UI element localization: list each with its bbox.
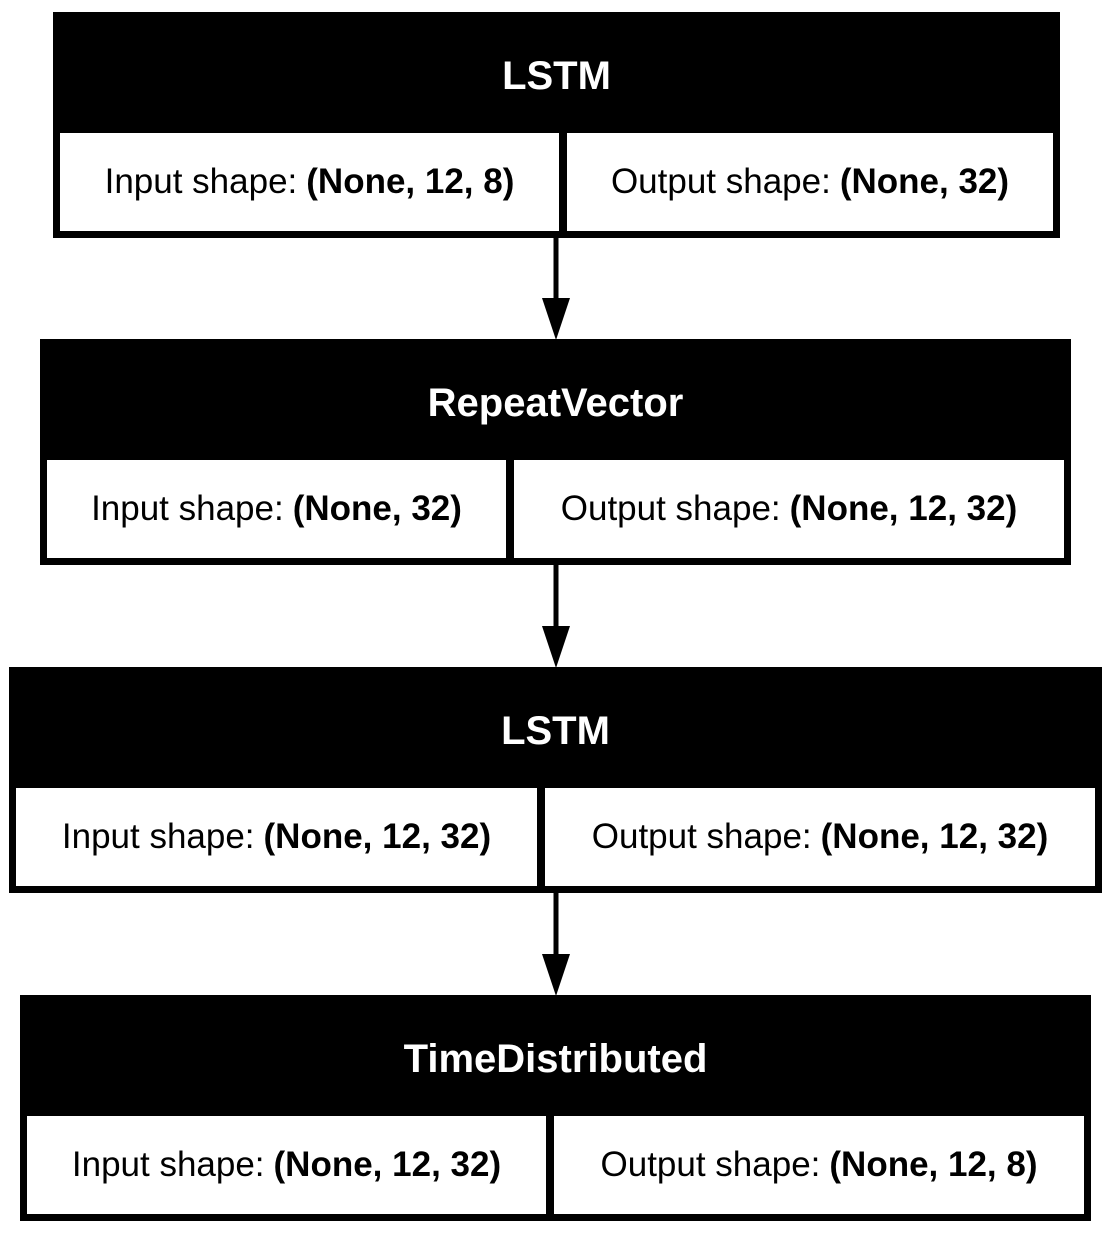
output-shape-value: (None, 12, 32) — [820, 817, 1049, 856]
input-shape-value: (None, 12, 32) — [263, 817, 492, 856]
output-shape-cell: Output shape: (None, 12, 32) — [514, 460, 1064, 558]
layer-node-timedistributed: TimeDistributed Input shape: (None, 12, … — [20, 995, 1091, 1221]
input-shape-value: (None, 12, 8) — [306, 162, 515, 201]
input-shape-cell: Input shape: (None, 32) — [47, 460, 506, 558]
layer-node-repeatvector: RepeatVector Input shape: (None, 32) Out… — [40, 339, 1071, 565]
output-shape-value: (None, 32) — [839, 162, 1010, 201]
input-shape-cell: Input shape: (None, 12, 8) — [60, 133, 559, 231]
output-shape-value: (None, 12, 8) — [829, 1145, 1038, 1184]
layer-node-lstm-2: LSTM Input shape: (None, 12, 32) Output … — [9, 667, 1102, 893]
output-shape-cell: Output shape: (None, 32) — [567, 133, 1053, 231]
input-shape-label: Input shape: — [104, 162, 298, 201]
output-shape-label: Output shape: — [591, 817, 812, 856]
output-shape-cell: Output shape: (None, 12, 32) — [545, 788, 1095, 886]
input-shape-cell: Input shape: (None, 12, 32) — [27, 1116, 546, 1214]
output-shape-label: Output shape: — [560, 489, 781, 528]
input-shape-label: Input shape: — [71, 1145, 265, 1184]
layer-title: LSTM — [501, 708, 610, 753]
layer-title: LSTM — [502, 53, 611, 98]
layer-title: RepeatVector — [427, 380, 684, 425]
output-shape-value: (None, 12, 32) — [789, 489, 1018, 528]
layer-title: TimeDistributed — [403, 1036, 708, 1081]
output-shape-label: Output shape: — [610, 162, 831, 201]
arrow-3 — [542, 890, 570, 996]
arrow-1 — [542, 234, 570, 340]
layer-node-lstm-1: LSTM Input shape: (None, 12, 8) Output s… — [53, 12, 1060, 238]
input-shape-value: (None, 12, 32) — [273, 1145, 502, 1184]
arrow-2 — [542, 562, 570, 668]
input-shape-label: Input shape: — [61, 817, 255, 856]
output-shape-cell: Output shape: (None, 12, 8) — [554, 1116, 1084, 1214]
input-shape-cell: Input shape: (None, 12, 32) — [16, 788, 537, 886]
output-shape-label: Output shape: — [600, 1145, 821, 1184]
input-shape-value: (None, 32) — [292, 489, 462, 528]
input-shape-label: Input shape: — [91, 489, 284, 528]
